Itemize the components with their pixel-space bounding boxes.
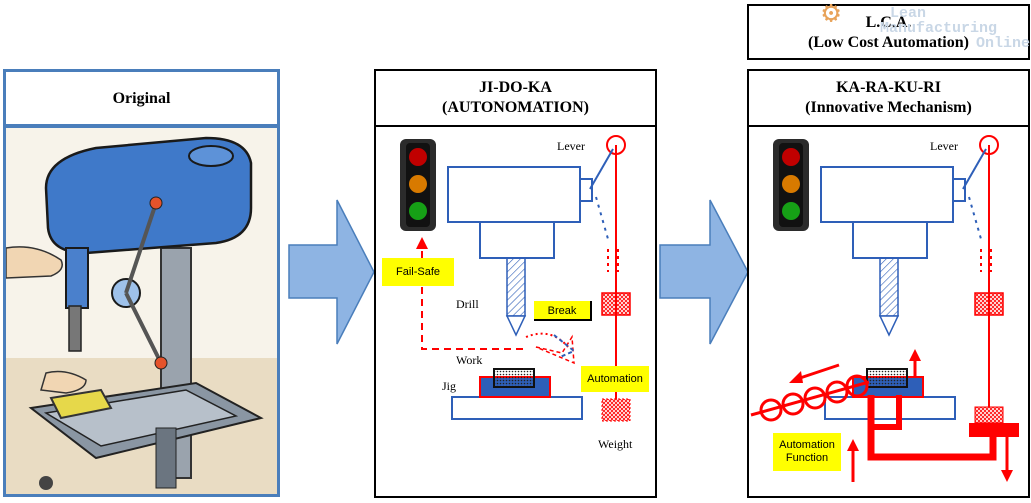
arrow-original-to-jidoka bbox=[288, 199, 375, 345]
fail-safe-label: Fail-Safe bbox=[382, 258, 454, 286]
watermark-gear-icon: ⚙ bbox=[822, 0, 841, 32]
karakuri-mechanism bbox=[750, 135, 1019, 482]
automation-function-line2: Function bbox=[785, 452, 829, 464]
jidoka-title-line2: (AUTONOMATION) bbox=[442, 99, 589, 116]
jidoka-work-label: Work bbox=[456, 353, 483, 367]
original-image-frame bbox=[3, 125, 280, 497]
jidoka-jig-label: Jig bbox=[442, 379, 457, 393]
karakuri-lever-label: Lever bbox=[930, 139, 958, 153]
jidoka-lever-label: Lever bbox=[557, 139, 585, 153]
original-title: Original bbox=[112, 90, 171, 107]
traffic-light-icon bbox=[773, 139, 809, 231]
karakuri-title-box: KA-RA-KU-RI (Innovative Mechanism) bbox=[747, 69, 1030, 127]
original-title-box: Original bbox=[3, 69, 280, 127]
watermark-line1: Lean bbox=[890, 5, 927, 22]
lca-title-line2: (Low Cost Automation) bbox=[808, 34, 969, 51]
automation-function-line1: Automation bbox=[779, 439, 835, 451]
drill-press-illustration bbox=[6, 136, 277, 494]
jidoka-weight-label: Weight bbox=[598, 437, 633, 451]
automation-label: Automation bbox=[581, 366, 649, 392]
watermark: ⚙ Lean Manufacturing Online bbox=[822, 0, 1031, 52]
jidoka-drill-label: Drill bbox=[456, 297, 479, 311]
karakuri-title-line2: (Innovative Mechanism) bbox=[805, 99, 972, 116]
traffic-light-icon bbox=[400, 139, 436, 231]
jidoka-title-box: JI-DO-KA (AUTONOMATION) bbox=[374, 69, 657, 127]
roller-chain bbox=[750, 374, 870, 422]
jidoka-mechanism bbox=[400, 135, 631, 422]
watermark-line2: Manufacturing bbox=[880, 20, 998, 37]
watermark-line3: Online bbox=[976, 35, 1031, 52]
arrow-jidoka-to-karakuri bbox=[659, 199, 749, 345]
lca-title-line1: L.C.A. bbox=[865, 14, 912, 31]
karakuri-title-line1: KA-RA-KU-RI bbox=[836, 79, 941, 96]
lca-title-box: L.C.A. (Low Cost Automation) bbox=[747, 4, 1030, 60]
jidoka-title-line1: JI-DO-KA bbox=[479, 79, 552, 96]
automation-function-label: Automation Function bbox=[773, 433, 841, 471]
break-label: Break bbox=[534, 301, 592, 321]
karakuri-diagram-frame: Lever Automation Function bbox=[747, 125, 1030, 498]
jidoka-diagram-frame: Lever Drill Work Jig Weight Fail-Safe Br… bbox=[374, 125, 657, 498]
